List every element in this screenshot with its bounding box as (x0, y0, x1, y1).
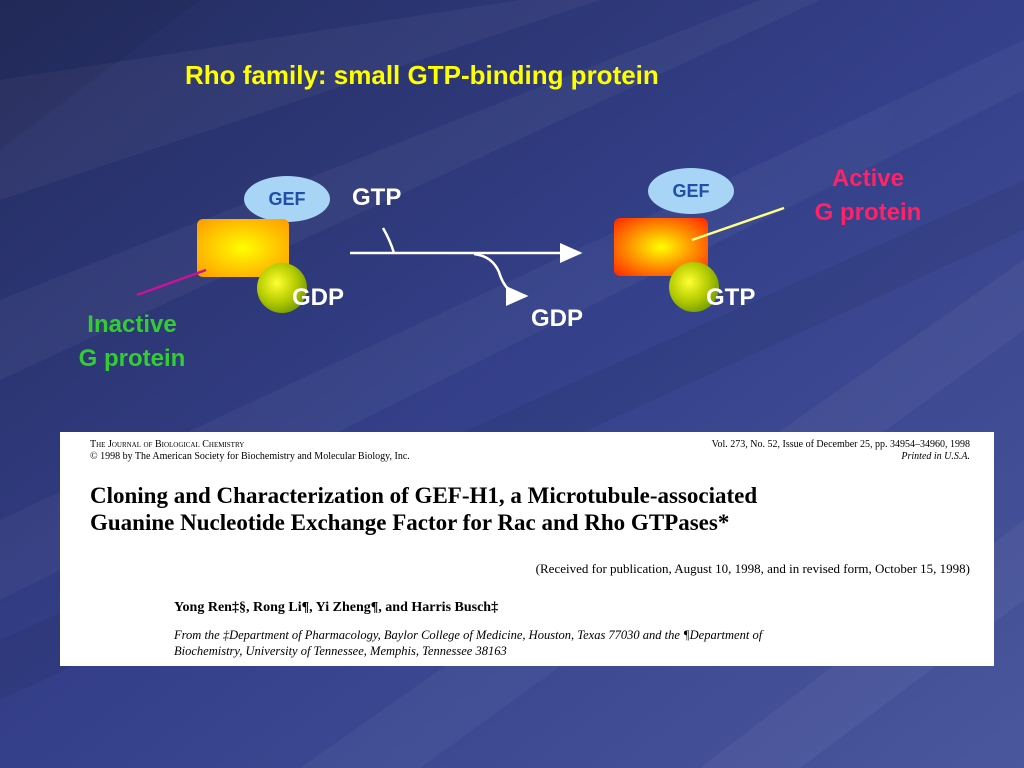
affiliation-line2: Biochemistry, University of Tennessee, M… (174, 644, 507, 658)
gtp-input-label: GTP (352, 184, 402, 211)
active-g-protein-label: Active G protein (798, 162, 938, 230)
active-label-line2: G protein (814, 199, 922, 226)
copyright-line: © 1998 by The American Society for Bioch… (90, 451, 410, 462)
volume-info: Vol. 273, No. 52, Issue of December 25, … (711, 439, 970, 450)
gtp-sphere (669, 262, 719, 312)
gtp-bound-label: GTP (706, 284, 756, 311)
inactive-label-line1: Inactive (87, 311, 177, 338)
paper-title: Cloning and Characterization of GEF-H1, … (90, 482, 757, 536)
paper-affiliation: From the ‡Department of Pharmacology, Ba… (174, 627, 762, 659)
gdp-bound-label: GDP (292, 284, 345, 311)
gdp-exit-curve (473, 252, 529, 306)
slide-title: Rho family: small GTP-binding protein (185, 60, 659, 90)
paper-title-line2: Guanine Nucleotide Exchange Factor for R… (90, 510, 730, 535)
received-date: (Received for publication, August 10, 19… (535, 561, 970, 576)
gef-right: GEF (648, 168, 734, 214)
affiliation-line1: From the ‡Department of Pharmacology, Ba… (174, 628, 763, 642)
gtp-entry-curve (381, 227, 396, 254)
gdp-output-label: GDP (531, 305, 584, 332)
gef-right-label: GEF (672, 181, 710, 201)
inactive-label-line2: G protein (78, 345, 186, 372)
printed-in: Printed in U.S.A. (901, 451, 970, 462)
paper-title-line1: Cloning and Characterization of GEF-H1, … (90, 483, 758, 508)
inactive-g-protein-label: Inactive G protein (62, 308, 202, 376)
paper-authors: Yong Ren‡§, Rong Li¶, Yi Zheng¶, and Har… (174, 600, 499, 615)
paper-header-excerpt: The Journal of Biological Chemistry © 19… (60, 432, 994, 666)
active-pointer-line (691, 206, 785, 242)
gef-left-label: GEF (268, 189, 306, 209)
inactive-pointer-line (136, 268, 207, 297)
active-label-line1: Active (831, 165, 905, 192)
journal-name: The Journal of Biological Chemistry (90, 439, 245, 450)
gdp-sphere (257, 263, 307, 313)
gef-left: GEF (244, 176, 330, 222)
